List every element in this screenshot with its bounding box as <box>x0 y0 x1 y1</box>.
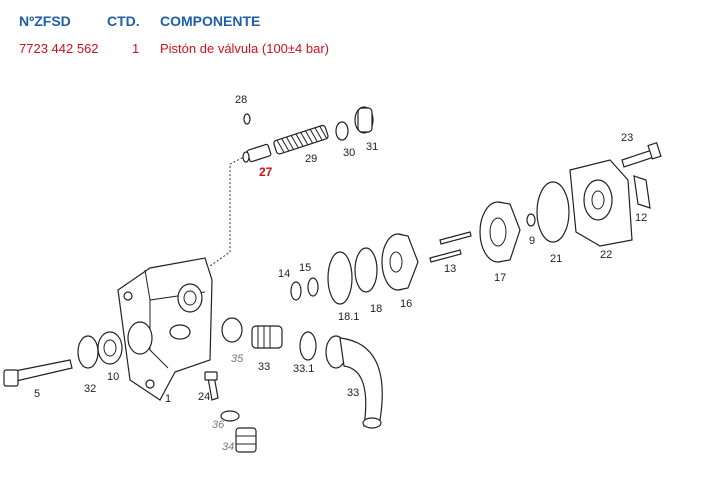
label-18: 18 <box>370 303 382 315</box>
label-30: 30 <box>343 147 355 159</box>
label-17: 17 <box>494 272 506 284</box>
part-29-spring <box>273 124 329 155</box>
label-10: 10 <box>107 371 119 383</box>
part-34-fitting <box>235 427 257 453</box>
part-1-housing <box>117 257 213 401</box>
label-32: 32 <box>84 383 96 395</box>
label-28: 28 <box>235 94 247 106</box>
part-14-ring <box>290 281 302 301</box>
part-31-plug <box>354 106 374 134</box>
label-22: 22 <box>600 249 612 261</box>
label-21: 21 <box>550 253 562 265</box>
label-33-pipe: 33 <box>347 387 359 399</box>
label-9: 9 <box>529 235 535 247</box>
part-10-bearing <box>97 331 123 365</box>
label-14: 14 <box>278 268 290 280</box>
row-qty: 1 <box>132 41 140 56</box>
header-component: COMPONENTE <box>160 13 261 29</box>
part-33-1-ring <box>299 331 317 361</box>
part-33-elbow-pipe <box>325 335 383 429</box>
part-30-ring <box>335 121 349 141</box>
part-36-ring <box>220 410 240 422</box>
part-21-oring <box>536 181 570 243</box>
part-24-bolt <box>204 371 219 401</box>
leader-line <box>209 155 247 267</box>
part-23-bolt <box>621 142 662 168</box>
label-23: 23 <box>621 132 633 144</box>
label-29: 29 <box>305 153 317 165</box>
label-34: 34 <box>222 441 234 453</box>
part-32-ring <box>77 335 99 369</box>
label-35: 35 <box>231 353 244 365</box>
label-5: 5 <box>34 388 40 400</box>
label-24: 24 <box>198 391 210 403</box>
part-18-1-oring <box>327 251 353 305</box>
label-15: 15 <box>299 262 311 274</box>
part-18-oring <box>354 247 378 293</box>
row-component: Pistón de válvula (100±4 bar) <box>160 41 330 56</box>
part-17-rotor <box>479 201 521 263</box>
label-36: 36 <box>212 419 225 431</box>
part-16-cam-ring <box>381 233 419 291</box>
label-1: 1 <box>165 393 171 405</box>
row-zfsd: 7723 442 562 <box>19 41 99 56</box>
label-18-1: 18.1 <box>338 311 359 323</box>
part-15-ring <box>307 277 319 297</box>
label-16: 16 <box>400 298 412 310</box>
part-12-plate <box>633 175 651 209</box>
label-31: 31 <box>366 141 378 153</box>
part-33-fitting <box>251 325 283 349</box>
part-35-ring <box>221 317 243 343</box>
label-13: 13 <box>444 263 456 275</box>
header-zfsd: NºZFSD <box>19 13 71 29</box>
part-28-oring <box>243 113 251 125</box>
label-27: 27 <box>259 165 273 179</box>
header-qty: CTD. <box>107 13 140 29</box>
part-9-ring <box>526 213 536 227</box>
part-22-cover <box>569 159 633 247</box>
part-27-valve-piston <box>242 143 272 163</box>
part-5-shaft <box>3 359 73 387</box>
label-33-1: 33.1 <box>293 363 314 375</box>
label-12: 12 <box>635 212 647 224</box>
label-33-fitting: 33 <box>258 361 270 373</box>
part-13-pins <box>429 231 472 263</box>
